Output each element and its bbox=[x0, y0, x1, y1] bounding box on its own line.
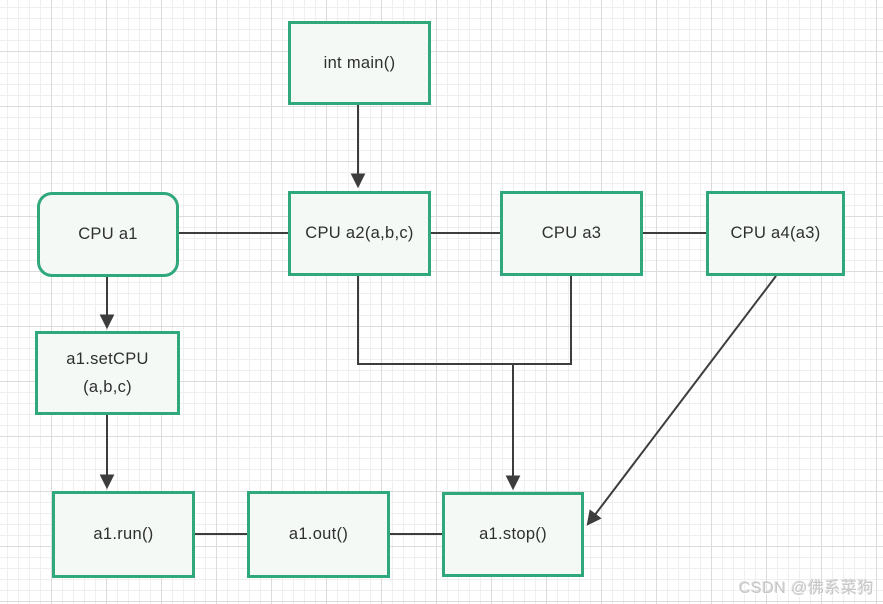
node-cpu-a2: CPU a2(a,b,c) bbox=[288, 191, 431, 276]
node-cpu-a4: CPU a4(a3) bbox=[706, 191, 845, 276]
node-a1-out-label: a1.out() bbox=[288, 525, 349, 544]
edge-a4-to-stop bbox=[586, 275, 777, 526]
node-int-main-label: int main() bbox=[323, 53, 396, 72]
node-a1-run: a1.run() bbox=[52, 491, 195, 578]
node-int-main: int main() bbox=[288, 21, 431, 105]
node-cpu-a2-label: CPU a2(a,b,c) bbox=[305, 224, 414, 243]
node-a1-out: a1.out() bbox=[247, 491, 390, 578]
node-a1-setcpu-label: a1.setCPU (a,b,c) bbox=[66, 349, 149, 396]
csdn-watermark: CSDN @佛系菜狗 bbox=[738, 580, 874, 597]
node-cpu-a1: CPU a1 bbox=[37, 192, 179, 277]
node-cpu-a4-label: CPU a4(a3) bbox=[730, 224, 821, 243]
node-a1-setcpu: a1.setCPU (a,b,c) bbox=[35, 331, 180, 415]
node-a1-stop: a1.stop() bbox=[442, 492, 584, 577]
node-cpu-a3-label: CPU a3 bbox=[541, 224, 602, 243]
node-a1-run-label: a1.run() bbox=[93, 525, 154, 544]
edge-a2-a3-junction bbox=[357, 276, 572, 365]
node-cpu-a3: CPU a3 bbox=[500, 191, 643, 276]
node-cpu-a1-label: CPU a1 bbox=[78, 225, 138, 244]
node-a1-stop-label: a1.stop() bbox=[479, 525, 547, 544]
